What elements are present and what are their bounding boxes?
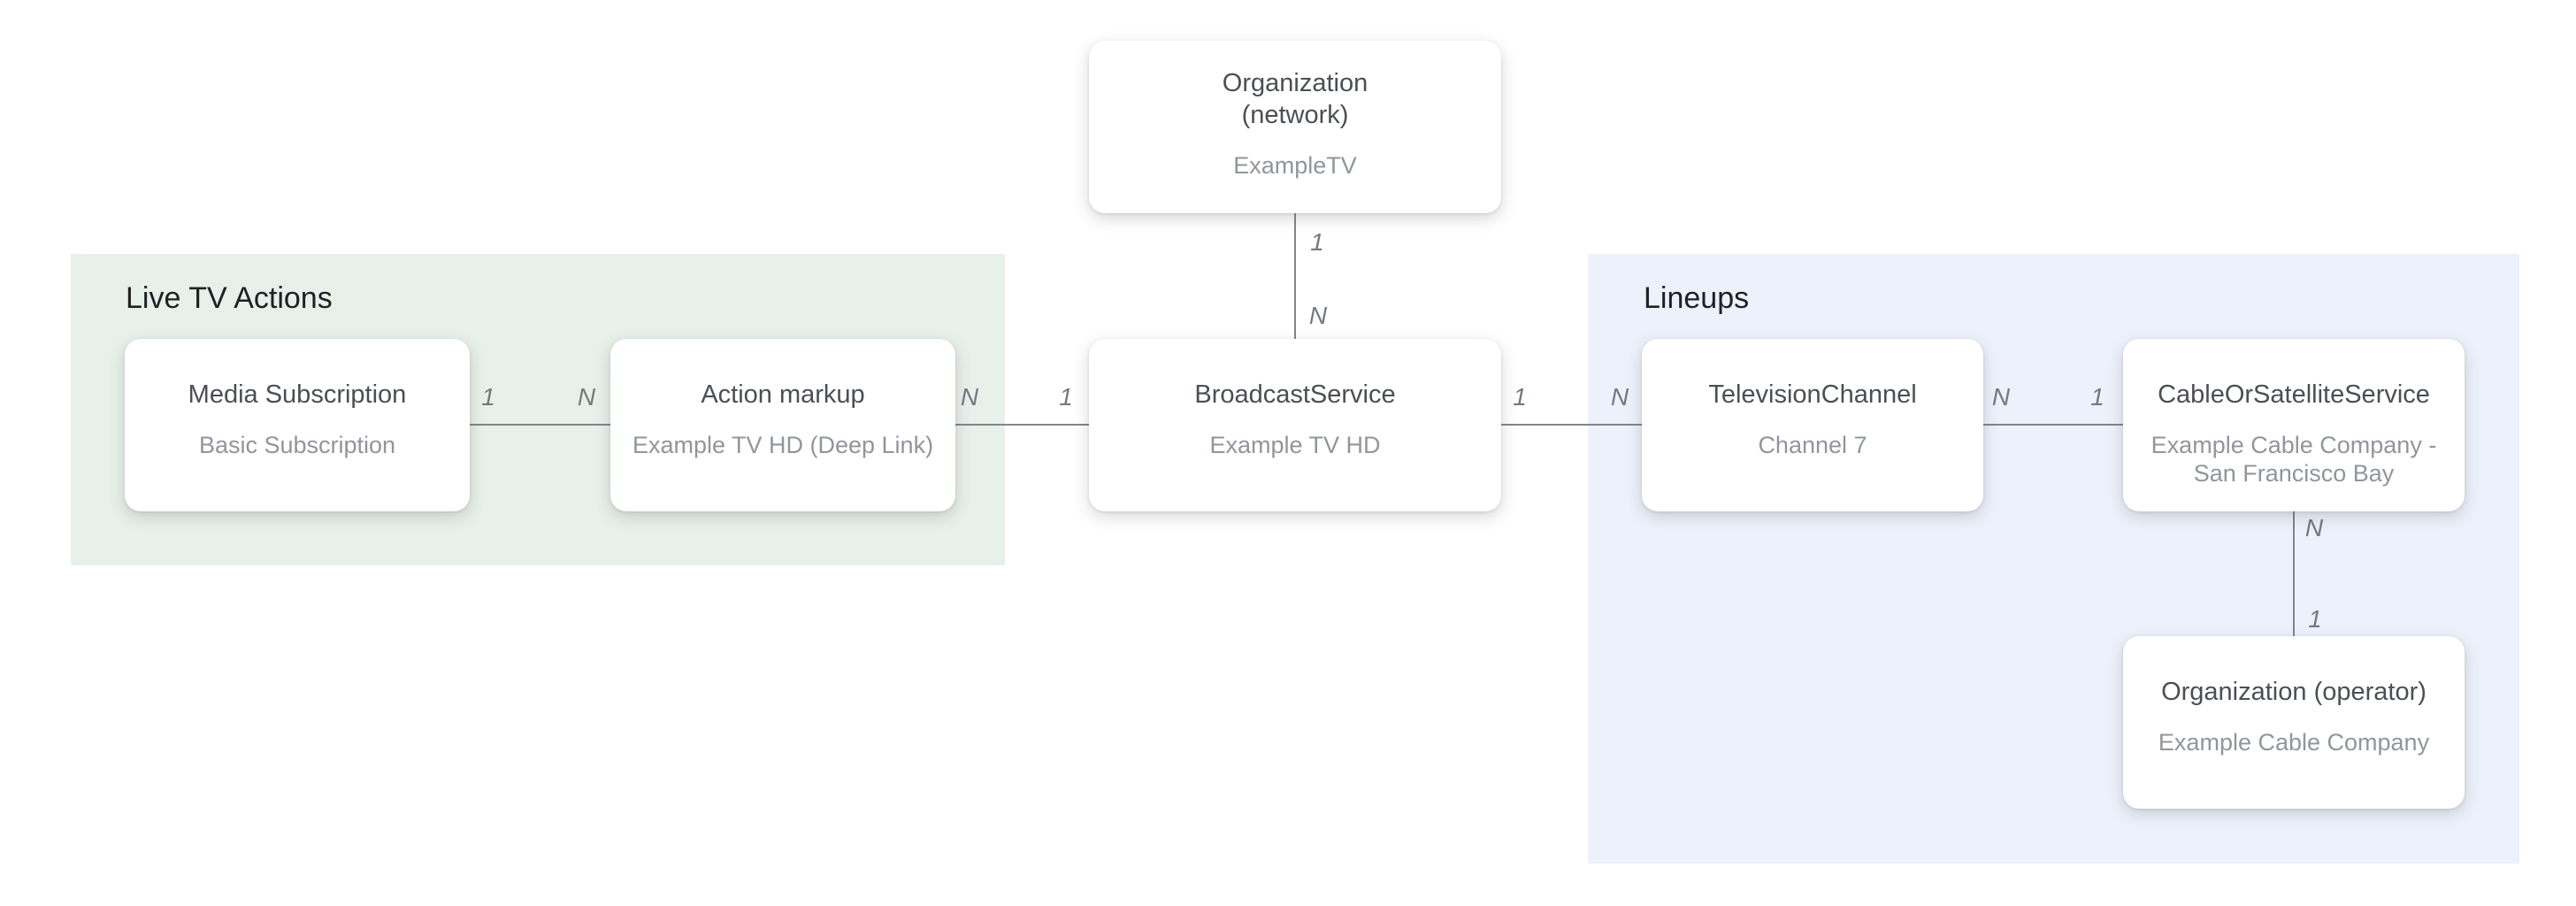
cardinality-broadcast-top: N [1308, 302, 1328, 329]
node-action-markup: Action markup Example TV HD (Deep Link) [610, 339, 955, 511]
edge-action-to-broadcast [955, 424, 1089, 426]
cardinality-cable-bottom: N [2304, 514, 2324, 541]
edge-network-to-broadcast [1294, 213, 1296, 339]
node-organization-network: Organization (network) ExampleTV [1089, 41, 1501, 213]
node-media-subscription-title: Media Subscription [188, 380, 407, 409]
edge-cable-to-operator [2293, 511, 2295, 636]
node-organization-operator-title: Organization (operator) [2161, 678, 2426, 706]
region-label-live-tv-actions: Live TV Actions [126, 281, 333, 315]
cardinality-action-left: N [577, 383, 596, 411]
node-organization-network-subtitle: ExampleTV [1233, 152, 1357, 179]
cardinality-action-right: N [960, 383, 979, 411]
node-television-channel-subtitle: Channel 7 [1758, 432, 1867, 458]
cardinality-cable-left: 1 [2090, 383, 2104, 411]
node-media-subscription-subtitle: Basic Subscription [198, 432, 396, 458]
node-organization-operator: Organization (operator) Example Cable Co… [2123, 636, 2465, 809]
node-cable-or-satellite-service: CableOrSatelliteService Example Cable Co… [2123, 339, 2465, 511]
node-cable-or-satellite-service-title: CableOrSatelliteService [2158, 380, 2430, 409]
cardinality-media-side: 1 [481, 383, 495, 411]
region-label-lineups: Lineups [1644, 281, 1750, 315]
node-organization-operator-subtitle: Example Cable Company [2158, 729, 2430, 756]
node-television-channel-title: TelevisionChannel [1708, 380, 1917, 409]
edge-media-to-action [470, 424, 610, 426]
node-action-markup-title: Action markup [701, 380, 865, 409]
node-organization-network-title: Organization (network) [1222, 69, 1368, 129]
cardinality-network-bottom: 1 [1310, 228, 1324, 256]
node-broadcast-service-title: BroadcastService [1194, 380, 1396, 409]
edge-channel-to-cable [1983, 424, 2123, 426]
node-media-subscription: Media Subscription Basic Subscription [125, 339, 470, 511]
edge-broadcast-to-channel [1501, 424, 1642, 426]
node-cable-or-satellite-service-subtitle: Example Cable Company - San Francisco Ba… [2150, 432, 2437, 487]
cardinality-channel-right: N [1991, 383, 2011, 411]
node-broadcast-service: BroadcastService Example TV HD [1089, 339, 1501, 511]
cardinality-channel-left: N [1610, 383, 1629, 411]
node-action-markup-subtitle: Example TV HD (Deep Link) [632, 432, 934, 458]
cardinality-operator-top: 1 [2308, 605, 2322, 633]
node-broadcast-service-subtitle: Example TV HD [1209, 432, 1381, 458]
cardinality-broadcast-left: 1 [1059, 383, 1073, 411]
cardinality-broadcast-right: 1 [1513, 383, 1527, 411]
node-television-channel: TelevisionChannel Channel 7 [1642, 339, 1983, 511]
